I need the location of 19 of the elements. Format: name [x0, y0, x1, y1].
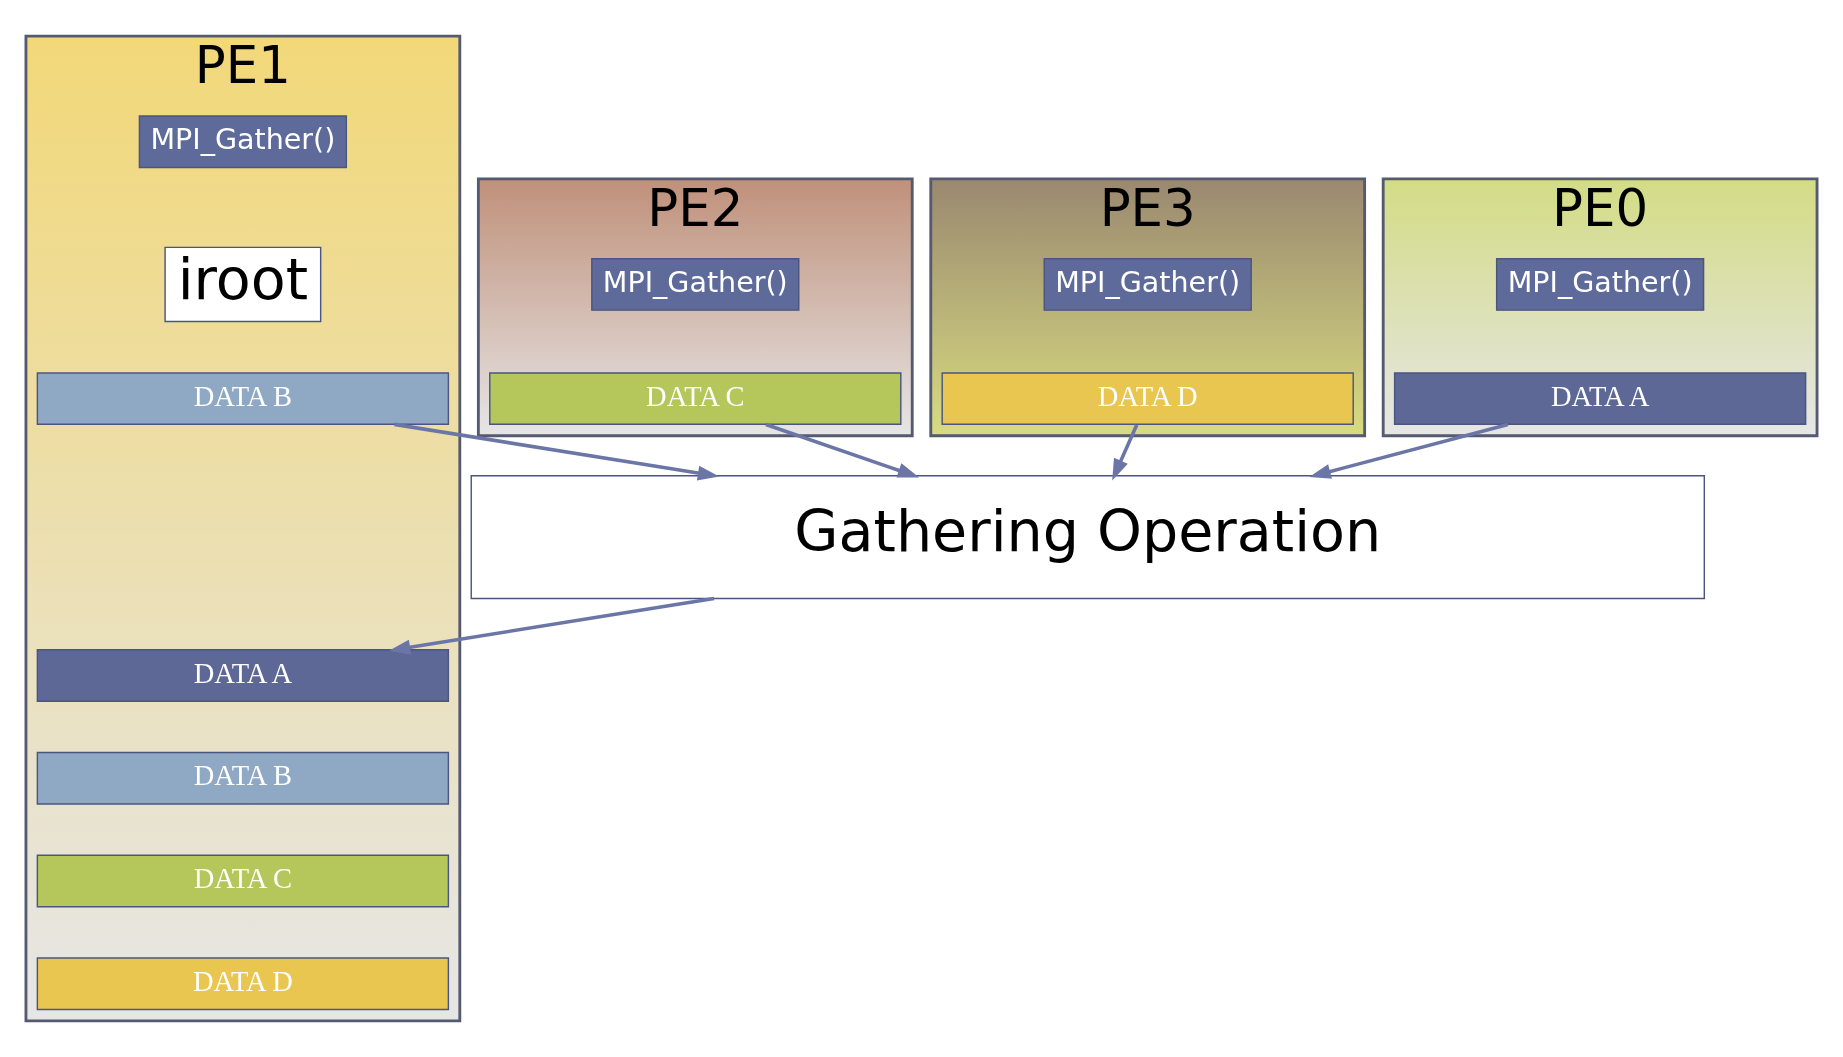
node-box: iroot	[164, 246, 322, 323]
node-box: MPI_Gather()	[1495, 258, 1705, 311]
node-box: DATA A	[1393, 372, 1807, 426]
node-box: DATA C	[36, 854, 450, 908]
arrow	[394, 422, 720, 481]
arrow	[1112, 424, 1139, 481]
node-box: DATA C	[489, 372, 902, 426]
node-box: DATA D	[36, 957, 450, 1011]
arrow	[765, 422, 920, 478]
arrow	[1309, 422, 1509, 479]
node-box: MPI_Gather()	[138, 115, 348, 169]
node-box: DATA B	[36, 751, 450, 805]
node-box: DATA D	[941, 372, 1354, 426]
arrow	[388, 596, 715, 655]
node-box: MPI_Gather()	[1043, 258, 1252, 311]
node-box: Gathering Operation	[470, 474, 1705, 600]
node-box: MPI_Gather()	[591, 258, 800, 311]
node-box: DATA B	[36, 372, 450, 426]
node-box: DATA A	[36, 649, 450, 702]
